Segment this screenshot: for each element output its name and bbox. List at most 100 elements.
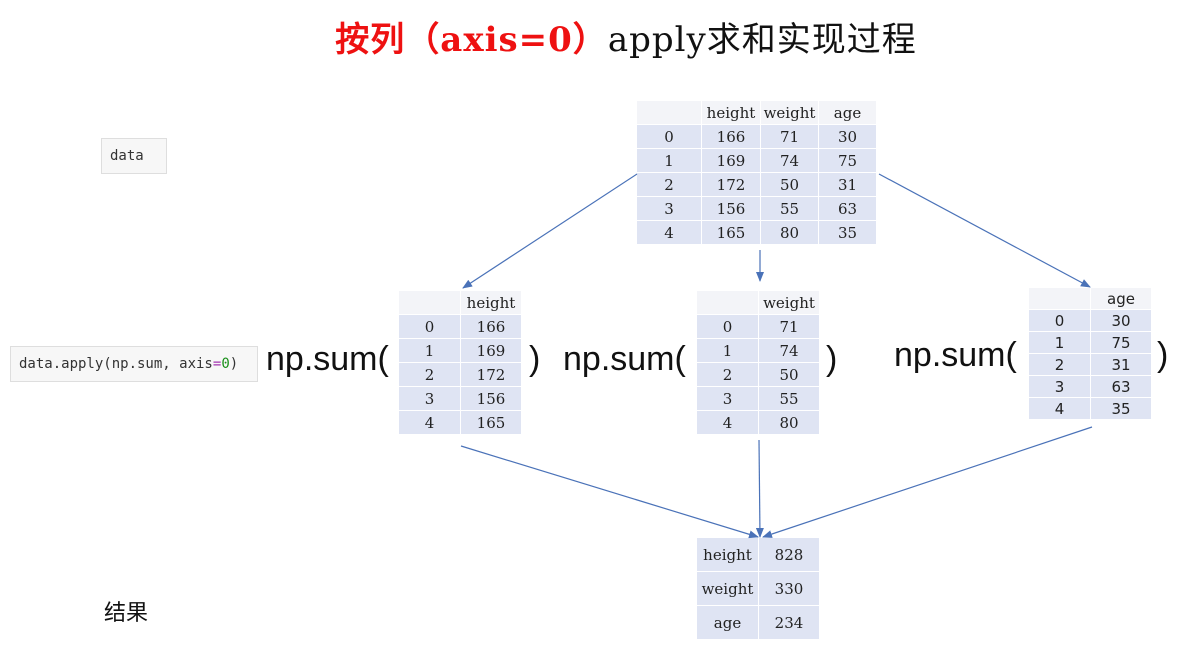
result-label-cell: age (697, 606, 758, 639)
np-sum-close-weight: ) (826, 340, 838, 378)
header-cell: weight (761, 101, 818, 124)
header-cell: height (461, 291, 521, 314)
cell: 4 (1029, 398, 1090, 419)
cell: 80 (759, 411, 819, 434)
cell: 1 (637, 149, 701, 172)
cell: 71 (759, 315, 819, 338)
arrow-age-to-result (762, 426, 1093, 538)
header-cell: height (702, 101, 760, 124)
arrow-to-height (462, 173, 638, 289)
table-header-row: height weight age (637, 101, 876, 124)
cell: 4 (637, 221, 701, 244)
code-apply-suffix: ) (229, 356, 239, 372)
cell: 0 (1029, 310, 1090, 331)
cell: 71 (761, 125, 818, 148)
cell: 4 (399, 411, 460, 434)
cell: 2 (1029, 354, 1090, 375)
code-data-text: data (110, 148, 144, 164)
header-cell: age (1091, 288, 1151, 309)
result-value-cell: 330 (759, 572, 819, 605)
cell: 156 (702, 197, 760, 220)
code-apply-num: 0 (221, 356, 230, 372)
cell: 50 (759, 363, 819, 386)
cell: 165 (461, 411, 521, 434)
cell: 55 (759, 387, 819, 410)
result-label-cell: height (697, 538, 758, 571)
cell: 2 (399, 363, 460, 386)
cell: 74 (759, 339, 819, 362)
code-cell-apply: data.apply(np.sum, axis=0) (10, 346, 258, 382)
cell: 30 (1091, 310, 1151, 331)
cell: 172 (461, 363, 521, 386)
result-label: 结果 (104, 601, 149, 626)
cell: 3 (697, 387, 758, 410)
page-title: 按列（axis=0）apply求和实现过程 (0, 12, 1192, 61)
code-cell-data: data (101, 138, 167, 174)
cell: 0 (399, 315, 460, 338)
cell: 63 (1091, 376, 1151, 397)
cell: 0 (637, 125, 701, 148)
cell: 165 (702, 221, 760, 244)
cell: 166 (461, 315, 521, 338)
cell: 3 (399, 387, 460, 410)
header-cell (399, 291, 460, 314)
np-sum-close-height: ) (529, 340, 541, 378)
cell: 1 (697, 339, 758, 362)
header-cell: weight (759, 291, 819, 314)
header-cell: age (819, 101, 876, 124)
cell: 35 (1091, 398, 1151, 419)
cell: 50 (761, 173, 818, 196)
header-cell (637, 101, 701, 124)
np-sum-open-age: np.sum( (894, 336, 1017, 374)
cell: 55 (761, 197, 818, 220)
title-black: apply求和实现过程 (607, 20, 917, 60)
table-header-row: age (1029, 288, 1151, 309)
cell: 80 (761, 221, 818, 244)
arrow-height-to-result (460, 445, 759, 539)
cell: 3 (637, 197, 701, 220)
cell: 172 (702, 173, 760, 196)
cell: 63 (819, 197, 876, 220)
cell: 0 (697, 315, 758, 338)
code-apply-prefix: data.apply(np.sum, axis (19, 356, 213, 372)
cell: 169 (461, 339, 521, 362)
cell: 156 (461, 387, 521, 410)
cell: 35 (819, 221, 876, 244)
code-apply-op: = (212, 356, 222, 372)
cell: 1 (399, 339, 460, 362)
cell: 31 (1091, 354, 1151, 375)
np-sum-close-age: ) (1157, 336, 1169, 374)
header-cell (1029, 288, 1090, 309)
title-red: 按列（axis=0） (335, 20, 608, 60)
cell: 74 (761, 149, 818, 172)
np-sum-open-weight: np.sum( (563, 340, 686, 378)
cell: 169 (702, 149, 760, 172)
cell: 4 (697, 411, 758, 434)
cell: 2 (637, 173, 701, 196)
cell: 30 (819, 125, 876, 148)
cell: 2 (697, 363, 758, 386)
